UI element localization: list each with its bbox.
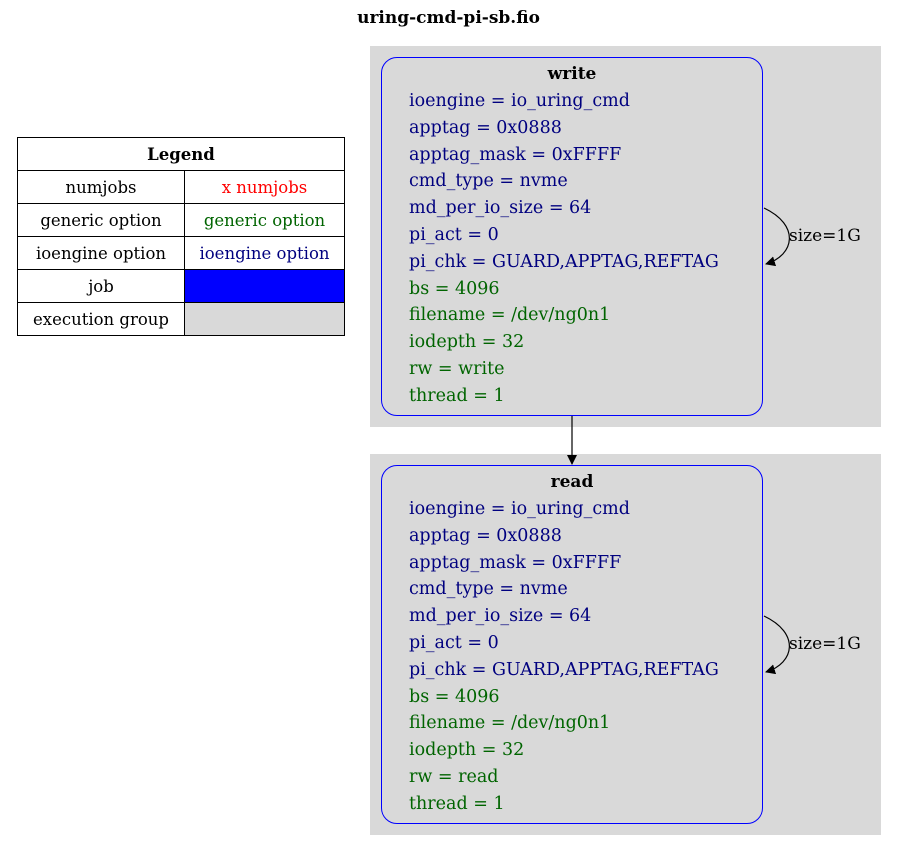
legend-row-execution-group: execution group bbox=[17, 302, 345, 336]
generic-option: iodepth = 32 bbox=[409, 740, 525, 761]
self-loop-write bbox=[763, 207, 790, 267]
legend-header-row: Legend bbox=[17, 137, 345, 171]
ioengine-option: apptag = 0x0888 bbox=[409, 117, 562, 138]
generic-option: filename = /dev/ng0n1 bbox=[409, 713, 611, 734]
ioengine-option: pi_act = 0 bbox=[409, 632, 499, 653]
generic-option: bs = 4096 bbox=[409, 686, 500, 707]
ioengine-option: pi_chk = GUARD,APPTAG,REFTAG bbox=[409, 251, 719, 272]
generic-option: thread = 1 bbox=[409, 793, 505, 814]
legend-row-job: job bbox=[17, 269, 345, 303]
ioengine-option: pi_chk = GUARD,APPTAG,REFTAG bbox=[409, 659, 719, 680]
legend-header: Legend bbox=[17, 137, 345, 171]
ioengine-option: apptag_mask = 0xFFFF bbox=[409, 552, 622, 573]
legend-row-numjobs: numjobs x numjobs bbox=[17, 170, 345, 204]
generic-option: iodepth = 32 bbox=[409, 332, 525, 353]
generic-option: rw = write bbox=[409, 358, 505, 379]
self-loop-label-read: size=1G bbox=[789, 634, 861, 654]
ioengine-option: apptag = 0x0888 bbox=[409, 525, 562, 546]
self-loop-label-write: size=1G bbox=[789, 226, 861, 246]
ioengine-option: apptag_mask = 0xFFFF bbox=[409, 144, 622, 165]
legend-row-ioengine: ioengine option ioengine option bbox=[17, 236, 345, 270]
generic-option: bs = 4096 bbox=[409, 278, 500, 299]
ioengine-option: md_per_io_size = 64 bbox=[409, 606, 592, 627]
legend-table: Legend numjobs x numjobs generic option … bbox=[17, 137, 345, 336]
ioengine-option: pi_act = 0 bbox=[409, 224, 499, 245]
ioengine-option: md_per_io_size = 64 bbox=[409, 198, 592, 219]
legend-row-generic: generic option generic option bbox=[17, 203, 345, 237]
generic-option: rw = read bbox=[409, 766, 499, 787]
execution-group-2 bbox=[370, 454, 881, 835]
job-name: write bbox=[547, 64, 597, 84]
ioengine-option: cmd_type = nvme bbox=[409, 579, 568, 600]
legend-swatch-job bbox=[184, 269, 345, 303]
diagram-title: uring-cmd-pi-sb.fio bbox=[357, 8, 540, 28]
ioengine-option: ioengine = io_uring_cmd bbox=[409, 499, 630, 519]
legend-sample-numjobs: x numjobs bbox=[184, 170, 345, 204]
self-loop-read bbox=[763, 615, 790, 675]
job-node-read: read ioengine = io_uring_cmd apptag = 0x… bbox=[381, 465, 763, 824]
legend-label: numjobs bbox=[17, 170, 185, 204]
generic-option: thread = 1 bbox=[409, 385, 505, 406]
legend-swatch-group bbox=[184, 302, 345, 336]
ioengine-option: ioengine = io_uring_cmd bbox=[409, 91, 630, 111]
execution-group-1 bbox=[370, 46, 881, 427]
legend-label: job bbox=[17, 269, 185, 303]
legend-sample-ioengine: ioengine option bbox=[184, 236, 345, 270]
legend-label: execution group bbox=[17, 302, 185, 336]
generic-option: filename = /dev/ng0n1 bbox=[409, 305, 611, 326]
job-name: read bbox=[550, 472, 594, 492]
job-node-write: write ioengine = io_uring_cmd apptag = 0… bbox=[381, 57, 763, 416]
legend-label: generic option bbox=[17, 203, 185, 237]
legend-sample-generic: generic option bbox=[184, 203, 345, 237]
ioengine-option: cmd_type = nvme bbox=[409, 171, 568, 192]
